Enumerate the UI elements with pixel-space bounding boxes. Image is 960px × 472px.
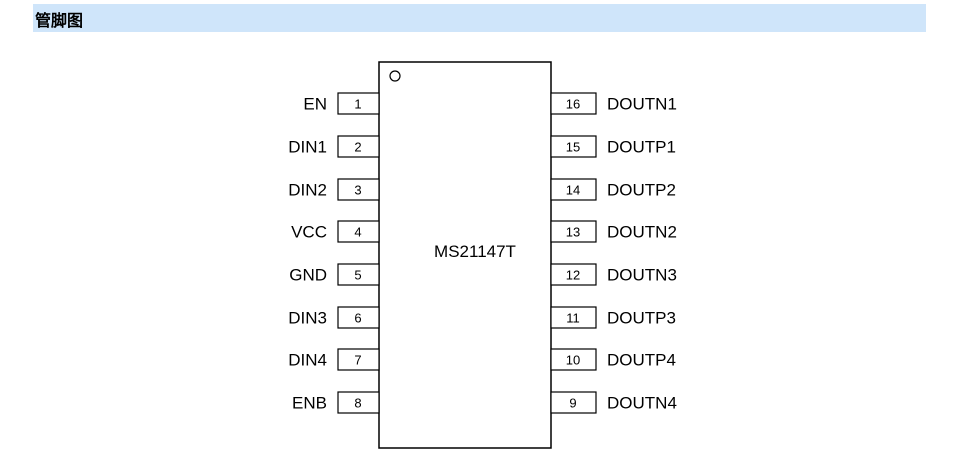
- pin-box: [550, 263, 597, 286]
- pin-right-16: 16 DOUTN1: [550, 92, 677, 115]
- pin-label: VCC: [291, 223, 327, 242]
- section-title: 管脚图: [35, 11, 84, 30]
- chip-body: [378, 61, 552, 449]
- pin-box: [337, 348, 380, 371]
- pin-number: 6: [354, 311, 361, 326]
- pin-number: 5: [354, 268, 361, 283]
- pin-box: [550, 178, 597, 201]
- pin-label: DOUTN1: [607, 95, 677, 114]
- pin-number: 2: [354, 140, 361, 155]
- pin-box: [337, 391, 380, 414]
- pin-right-12: 12 DOUTN3: [550, 263, 677, 286]
- pin-box: [337, 135, 380, 158]
- pin1-marker-dot: [389, 70, 401, 82]
- pin-right-14: 14 DOUTP2: [550, 178, 676, 201]
- chip-name: MS21147T: [434, 242, 516, 261]
- pin-label: DIN3: [288, 309, 327, 328]
- pin-number: 4: [354, 225, 361, 240]
- pin-label: EN: [303, 95, 327, 114]
- pin-label: DOUTP2: [607, 181, 676, 200]
- pin-box: [337, 306, 380, 329]
- pin-right-10: 10 DOUTP4: [550, 348, 676, 371]
- pin-box: [550, 348, 597, 371]
- pin-label: DOUTP1: [607, 138, 676, 157]
- pin-right-9: 9 DOUTN4: [550, 391, 677, 414]
- left-pin-group: 1 EN 2 DIN1 3 DIN2 4 VCC 5 GND 6 DIN3 7 DIN4 8 ENB: [288, 92, 380, 414]
- pin-left-4: 4 VCC: [291, 220, 380, 243]
- pin-box: [550, 92, 597, 115]
- pin-label: DOUTP3: [607, 309, 676, 328]
- pin-number: 14: [566, 183, 580, 198]
- pin-box: [337, 92, 380, 115]
- pin-number: 9: [569, 396, 576, 411]
- pin-left-5: 5 GND: [289, 263, 380, 286]
- pin-left-8: 8 ENB: [292, 391, 380, 414]
- pin-number: 10: [566, 353, 580, 368]
- pin-label: DOUTN4: [607, 394, 677, 413]
- pin-right-11: 11 DOUTP3: [550, 306, 676, 329]
- pin-left-3: 3 DIN2: [288, 178, 380, 201]
- pin-label: ENB: [292, 394, 327, 413]
- pin-right-15: 15 DOUTP1: [550, 135, 676, 158]
- pin-left-7: 7 DIN4: [288, 348, 380, 371]
- right-pin-group: 16 DOUTN1 15 DOUTP1 14 DOUTP2 13 DOUTN2 12 DOUTN3…: [550, 92, 677, 414]
- pin-label: DOUTN3: [607, 266, 677, 285]
- pin-left-6: 6 DIN3: [288, 306, 380, 329]
- pin-left-1: 1 EN: [303, 92, 380, 115]
- pin-number: 12: [566, 268, 580, 283]
- pin-number: 8: [354, 396, 361, 411]
- pin-box: [337, 178, 380, 201]
- pin-number: 13: [566, 225, 580, 240]
- pin-label: GND: [289, 266, 327, 285]
- pin-box: [550, 306, 597, 329]
- pin-label: DIN2: [288, 181, 327, 200]
- section-header: 管脚图: [33, 4, 926, 32]
- pin-number: 1: [354, 97, 361, 112]
- pin-number: 3: [354, 183, 361, 198]
- pin-number: 16: [566, 97, 580, 112]
- pin-left-2: 2 DIN1: [288, 135, 380, 158]
- pin-number: 15: [566, 140, 580, 155]
- pin-box: [550, 135, 597, 158]
- pin-number: 11: [566, 311, 580, 326]
- pin-label: DIN1: [288, 138, 327, 157]
- pin-label: DIN4: [288, 351, 327, 370]
- pin-box: [550, 391, 597, 414]
- pin-number: 7: [354, 353, 361, 368]
- pin-right-13: 13 DOUTN2: [550, 220, 677, 243]
- pin-box: [337, 263, 380, 286]
- pin-label: DOUTN2: [607, 223, 677, 242]
- pin-box: [337, 220, 380, 243]
- pin-label: DOUTP4: [607, 351, 676, 370]
- pin-box: [550, 220, 597, 243]
